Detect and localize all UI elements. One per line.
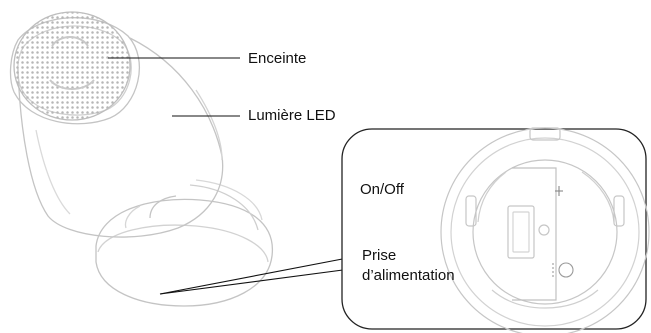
device-underside — [440, 127, 650, 333]
callout-panel — [341, 128, 647, 330]
led-light-label: Lumière LED — [248, 107, 336, 124]
power-socket-icon — [552, 262, 574, 278]
power-switch-icon — [555, 186, 563, 196]
device-base — [95, 179, 274, 307]
speaker-label: Enceinte — [248, 50, 307, 67]
power-socket-label: Prise d’alimentation — [362, 246, 455, 286]
power-socket-label-line1: Prise — [362, 247, 397, 264]
on-off-label: On/Off — [360, 181, 404, 198]
power-socket-label-line2: d’alimentation — [362, 267, 455, 284]
device-illustration — [9, 11, 274, 307]
leader-power-upper — [159, 255, 359, 295]
speaker-grille-icon — [13, 11, 131, 121]
leader-power-lower — [159, 267, 359, 295]
